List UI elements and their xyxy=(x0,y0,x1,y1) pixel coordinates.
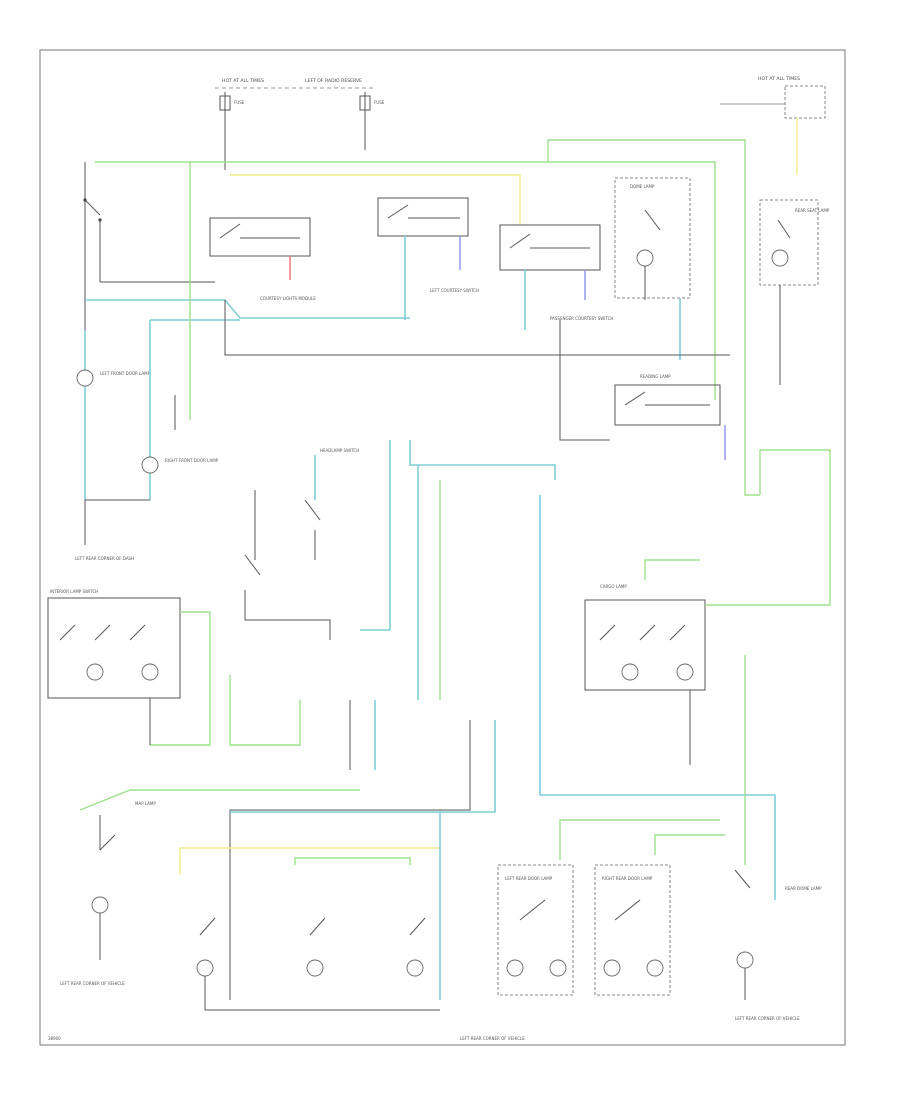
ground-right-label: LEFT REAR CORNER OF VEHICLE xyxy=(735,1016,800,1021)
cyan-wire-center-b xyxy=(230,720,496,813)
right-rear-door-label: RIGHT REAR DOOR LAMP xyxy=(602,876,653,881)
rear-seat-label: REAR SEAT LAMP xyxy=(795,208,830,213)
black-wire-bottom-ground xyxy=(204,976,440,1011)
rear-seat-lamp-box: REAR SEAT LAMP xyxy=(759,199,830,385)
courtesy-switch-box-2: LEFT COURTESY SWITCH xyxy=(377,197,479,320)
cargo-lamp-label: CARGO LAMP xyxy=(600,584,627,589)
rear-dome-label: REAR DOME LAMP xyxy=(785,886,822,891)
ground-bottom-label: LEFT REAR CORNER OF VEHICLE xyxy=(60,981,125,986)
fuse-panel-right: HOT AT ALL TIMES xyxy=(720,76,826,175)
right-front-door-lamp: RIGHT FRONT DOOR LAMP xyxy=(141,320,219,500)
dome-lamp-label: DOME LAMP xyxy=(630,184,655,189)
left-rear-door-label: LEFT REAR DOOR LAMP xyxy=(505,876,553,881)
map-lamp: MAP LAMP LEFT REAR CORNER OF VEHICLE xyxy=(60,789,360,986)
reading-lamp-switch: READING LAMP xyxy=(614,374,726,460)
green-wire-cargo xyxy=(644,559,700,580)
bottom-lamp-2 xyxy=(306,917,326,977)
diagram-frame xyxy=(39,49,846,1046)
left-door-switch-top xyxy=(83,198,215,283)
door-switch-cluster: HEADLAMP SWITCH xyxy=(244,448,359,640)
green-bus-upper xyxy=(547,139,760,496)
right-rear-door-lamp: RIGHT REAR DOOR LAMP xyxy=(594,864,671,996)
green-wire-switch xyxy=(150,611,211,746)
hot-label-left: HOT AT ALL TIMES xyxy=(222,78,264,84)
page-id: 38900 xyxy=(48,1036,61,1041)
fuse-label-1: FUSE xyxy=(234,100,245,105)
right-front-door-label: RIGHT FRONT DOOR LAMP xyxy=(165,458,219,463)
interior-lamp-switch-label: INTERIOR LAMP SWITCH xyxy=(50,589,98,594)
reading-lamp-label: READING LAMP xyxy=(640,374,671,379)
fuse-panel-label: LEFT OF RADIO RESERVE xyxy=(305,78,362,84)
yellow-wire-top xyxy=(230,174,521,225)
interior-lamp-switch: INTERIOR LAMP SWITCH xyxy=(47,589,181,699)
black-wire-drop xyxy=(559,320,610,441)
ground-left-label: LEFT REAR CORNER OF DASH xyxy=(75,556,134,561)
courtesy-switch-box-1: COURTESY LIGHTS MODULE xyxy=(209,217,316,301)
green-bus-top xyxy=(95,161,716,400)
bottom-lamp-1 xyxy=(196,917,216,977)
courtesy-switch-box-3: PASSENGER COURTESY SWITCH xyxy=(499,224,613,330)
cyan-wire-center xyxy=(360,440,391,631)
bottom-lamp-3 xyxy=(406,917,426,977)
cyan-wire-mid-top xyxy=(85,299,410,319)
courtesy-module-label: COURTESY LIGHTS MODULE xyxy=(260,296,316,301)
ground-bottom-right-label: LEFT REAR CORNER OF VEHICLE xyxy=(460,1036,525,1041)
black-wire-center-b xyxy=(229,720,471,1000)
rear-dome-lamp: REAR DOME LAMP LEFT REAR CORNER OF VEHIC… xyxy=(734,869,822,1021)
fuse-panel-left: HOT AT ALL TIMES LEFT OF RADIO RESERVE F… xyxy=(215,78,385,170)
headlamp-switch-label: HEADLAMP SWITCH xyxy=(320,448,359,453)
left-courtesy-label: LEFT COURTESY SWITCH xyxy=(430,288,479,293)
map-lamp-label: MAP LAMP xyxy=(135,801,156,806)
yellow-wire-bottom xyxy=(179,847,440,875)
green-wire-loop xyxy=(229,675,301,746)
fuse-label-2: FUSE xyxy=(374,100,385,105)
green-wire-door-feed-b xyxy=(654,834,725,855)
left-front-door-label: LEFT FRONT DOOR LAMP xyxy=(100,371,151,376)
black-wire-mid xyxy=(224,300,730,356)
green-wire-right-loop xyxy=(705,449,831,606)
dome-lamp-box: DOME LAMP xyxy=(614,177,691,360)
left-rear-door-lamp: LEFT REAR DOOR LAMP xyxy=(497,864,574,996)
cyan-wire-right-loop xyxy=(539,495,776,900)
cyan-wire-bundle-top xyxy=(409,440,556,480)
cargo-lamp-switch: CARGO LAMP xyxy=(584,584,706,691)
green-wire-door-feed xyxy=(559,819,720,860)
hot-label-right: HOT AT ALL TIMES xyxy=(758,76,800,82)
passenger-switch-label: PASSENGER COURTESY SWITCH xyxy=(550,316,613,321)
left-front-door-lamp: LEFT FRONT DOOR LAMP xyxy=(76,330,151,500)
green-wire-bottom xyxy=(294,857,411,865)
